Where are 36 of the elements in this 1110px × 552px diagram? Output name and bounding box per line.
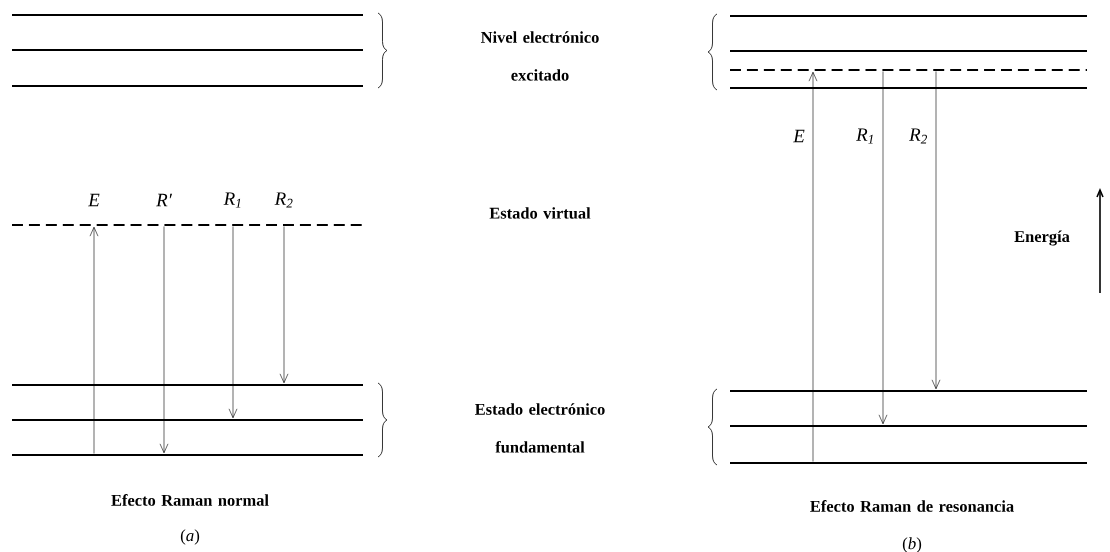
energy-level-line (12, 48, 363, 52)
transition-arrow (931, 71, 941, 390)
energy-level-line (12, 418, 363, 422)
energy-level-line (730, 14, 1087, 18)
energy-level-line (730, 49, 1087, 53)
transition-label: E (793, 129, 805, 143)
panel-label: (b) (902, 537, 922, 552)
dashed-level-line (12, 223, 363, 227)
transition-arrow (808, 71, 818, 462)
caption-text: Estado electrónico fundamental (475, 403, 605, 453)
caption-text: Nivel electrónico excitado (481, 31, 599, 81)
caption-text: Estado virtual (489, 207, 591, 219)
transition-label: R′ (156, 193, 173, 207)
transition-arrow (89, 226, 99, 454)
transition-arrow (159, 226, 169, 454)
energy-level-line (12, 13, 363, 17)
energy-level-line (730, 86, 1087, 90)
energy-level-line (730, 424, 1087, 428)
energy-level-line (12, 383, 363, 387)
transition-label: E (88, 193, 100, 207)
transition-label: R$_{2}$ (909, 128, 927, 144)
energy-level-line (12, 84, 363, 88)
caption-text: Energía (1014, 230, 1070, 246)
dashed-level-line (730, 68, 1087, 72)
transition-arrow (228, 226, 238, 419)
energy-level-line (730, 461, 1087, 465)
panel-label: (a) (180, 529, 200, 545)
caption-text: Efecto Raman normal (111, 494, 269, 506)
transition-arrow (878, 71, 888, 425)
energy-level-line (730, 389, 1087, 393)
energy-level-line (12, 453, 363, 457)
transition-label: R$_{2}$ (274, 192, 293, 208)
transition-arrow (279, 226, 289, 384)
transition-label: R$_{1}$ (223, 192, 241, 208)
caption-text: Efecto Raman de resonancia (810, 500, 1014, 512)
transition-label: R$_{1}$ (856, 128, 873, 144)
